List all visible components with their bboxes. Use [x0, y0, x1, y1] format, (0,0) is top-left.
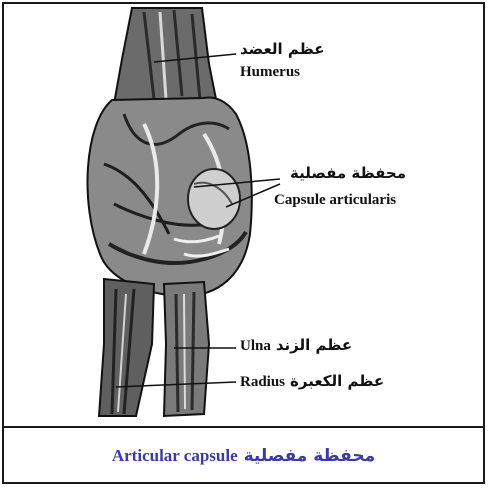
figure-caption: Articular capsule محفظة مفصلية — [4, 428, 483, 484]
ulna-label-english: Ulna — [240, 338, 271, 355]
figure-frame: عظم العضد Humerus محفظة مفصلية Capsule a… — [2, 2, 485, 484]
capsule-label-arabic: محفظة مفصلية — [290, 164, 406, 182]
caption-english: Articular capsule — [112, 446, 238, 466]
radius-label-english: Radius — [240, 374, 285, 391]
radius-label-arabic: عظم الكعبرة — [290, 372, 384, 390]
caption-arabic: محفظة مفصلية — [244, 446, 376, 466]
ulna-label-arabic: عظم الزند — [276, 336, 352, 354]
humerus-label-english: Humerus — [240, 64, 300, 81]
capsule-label-english: Capsule articularis — [274, 192, 396, 209]
radius-label: Radius عظم الكعبرة — [240, 372, 384, 391]
humerus-label-arabic: عظم العضد — [240, 40, 325, 58]
ulna-label: Ulna عظم الزند — [240, 336, 352, 355]
